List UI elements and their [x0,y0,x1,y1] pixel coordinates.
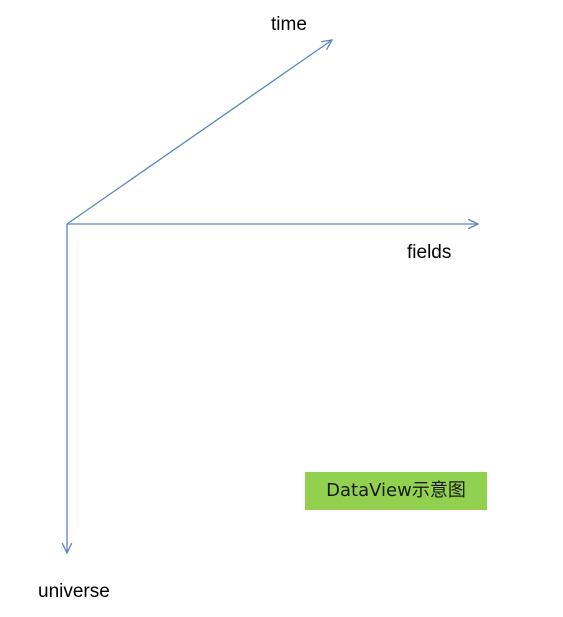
fields-axis-arrowhead [467,218,480,230]
axes-group [61,39,480,555]
time-axis-label: time [271,14,307,35]
universe-axis-arrowhead [61,542,73,555]
time-axis-line [66,39,333,225]
universe-axis-label: universe [38,581,110,602]
fields-axis-label: fields [407,242,452,263]
caption-box: DataView示意图 [305,472,487,510]
caption-text: DataView示意图 [326,480,466,501]
time-axis-arrowhead [321,39,334,50]
